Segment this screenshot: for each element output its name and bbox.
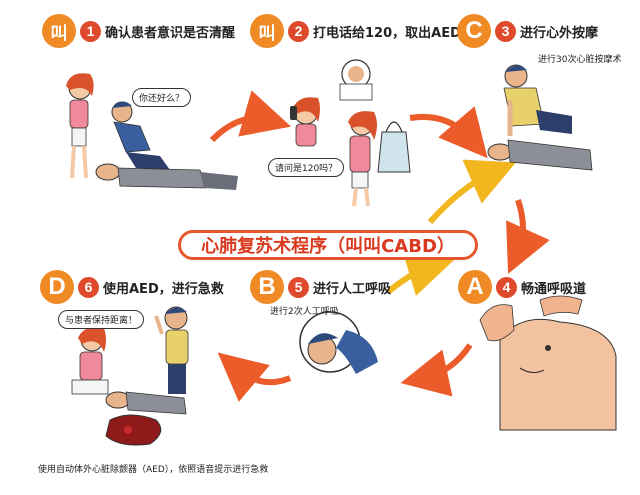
- step-3-number: 3: [495, 20, 516, 42]
- note-step3: 进行30次心脏按摩术: [538, 55, 622, 65]
- step-2-title: 打电话给120，取出AED: [313, 25, 461, 41]
- step-3-badge: C: [457, 14, 491, 48]
- phone-icon: [290, 106, 297, 120]
- person-icon: [66, 73, 94, 179]
- arrow-icon: [217, 352, 292, 402]
- step-2-number: 2: [288, 20, 309, 42]
- step-2-badge: 叫: [250, 14, 284, 48]
- center-title: 心肺复苏术程序（叫叫CABD）: [178, 230, 478, 260]
- arrow-icon: [209, 90, 292, 143]
- patient-icon: [487, 139, 593, 171]
- arrow-icon: [409, 106, 488, 159]
- step-2-header: 叫 2 打电话给120，取出AED: [250, 14, 461, 48]
- person-icon: [292, 97, 320, 147]
- arrow-icon: [400, 343, 473, 397]
- note-step5: 进行2次人工呼吸: [270, 307, 339, 317]
- step-6-title: 使用AED，进行急救: [103, 281, 224, 297]
- step-1-number: 1: [80, 20, 101, 42]
- arrow-icon: [506, 199, 550, 274]
- step-4-number: 4: [496, 276, 517, 298]
- aed-icon: [105, 414, 162, 446]
- person-icon: [503, 64, 572, 136]
- note-step6: 使用自动体外心脏除颤器（AED），依照语音提示进行急救: [38, 465, 269, 475]
- step-6-badge: D: [40, 270, 74, 304]
- step-5-number: 5: [288, 276, 309, 298]
- step-6-number: 6: [78, 276, 99, 298]
- arrow-icon: [386, 249, 455, 296]
- person-icon: [339, 59, 373, 101]
- step-1-header: 叫 1 确认患者意识是否清醒: [42, 14, 235, 48]
- step-4-badge: A: [458, 270, 492, 304]
- person-icon: [154, 306, 189, 394]
- speech-bubble-step1: 你还好么？: [132, 88, 192, 107]
- step-4-title: 畅通呼吸道: [521, 281, 587, 297]
- patient-icon: [95, 163, 238, 190]
- patient-icon: [499, 318, 617, 431]
- arrow-icon: [427, 159, 516, 224]
- person-icon: [71, 327, 109, 395]
- step-5-header: B 5 进行人工呼吸: [250, 270, 391, 304]
- step-5-title: 进行人工呼吸: [313, 281, 392, 297]
- speech-bubble-step2: 请问是120吗？: [268, 158, 345, 177]
- step-3-title: 进行心外按摩: [520, 25, 599, 41]
- step-4-header: A 4 畅通呼吸道: [458, 270, 586, 304]
- person-icon: [299, 311, 378, 374]
- step-3-header: C 3 进行心外按摩: [457, 14, 598, 48]
- step-1-badge: 叫: [42, 14, 76, 48]
- speech-bubble-step6: 与患者保持距离！: [58, 310, 145, 329]
- step-1-title: 确认患者意识是否清醒: [105, 25, 236, 41]
- person-icon: [111, 101, 170, 170]
- person-icon: [479, 295, 583, 342]
- step-5-badge: B: [250, 270, 284, 304]
- step-6-header: D 6 使用AED，进行急救: [40, 270, 224, 304]
- bag-icon: [377, 121, 411, 173]
- person-icon: [348, 111, 377, 207]
- patient-icon: [105, 391, 187, 415]
